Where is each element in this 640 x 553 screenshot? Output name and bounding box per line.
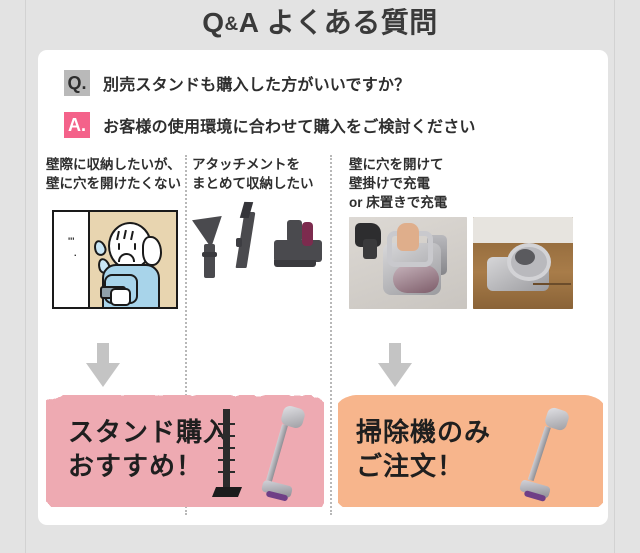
column-2-heading-line-2: まとめて収納したい (192, 176, 314, 191)
stand-rung-4 (218, 459, 235, 461)
column-2-heading: アタッチメントを まとめて収納したい (190, 155, 325, 193)
vacuum-stand-illustration (211, 409, 243, 499)
column-3-heading-line-1: 壁に穴を開けて (349, 157, 444, 172)
question-row: Q. 別売スタンドも購入した方がいいですか？ (64, 70, 410, 96)
spark-icon-1: ''' (68, 236, 75, 246)
column-3-heading: 壁に穴を開けて 壁掛けで充電 or 床置きで充電 (335, 155, 605, 212)
answer-badge: A. (64, 112, 90, 138)
page-left-rule (25, 0, 26, 553)
banner-2-line-2: ご注文！ (356, 451, 465, 481)
arrow-stem (97, 343, 109, 365)
vacuum-illustration-pink (260, 404, 316, 503)
attachment-fan-nozzle (192, 216, 226, 278)
photo-baseboard (473, 217, 573, 243)
illustration-wall-edge (88, 212, 90, 307)
spark-icon-2: . (74, 248, 77, 258)
column-divider-1 (185, 155, 187, 515)
page-title-q: Q (202, 7, 225, 38)
banner-vacuum-only: 掃除機のみ ご注文！ (338, 395, 603, 507)
page-title: Q&A よくある質問 (0, 4, 640, 44)
stand-rung-1 (218, 423, 235, 425)
banner-stand-recommended-text: スタンド購入 おすすめ！ (68, 415, 230, 483)
illustration-hand (110, 288, 131, 306)
banner-1-line-1: スタンド購入 (68, 417, 231, 447)
comparison-columns: 壁際に収納したいが、 壁に穴を開けたくない ''' . (38, 155, 608, 525)
column-3-heading-line-2: 壁掛けで充電 (349, 176, 430, 191)
attachment-motorhead-accent (302, 222, 313, 246)
attachment-fan-tube (204, 244, 215, 278)
user-hand (397, 223, 419, 251)
arrow-head (86, 363, 120, 387)
illustration-worried-woman: ''' . (52, 210, 178, 309)
attachment-mini-motorhead (274, 220, 322, 267)
arrow-stem (389, 343, 401, 365)
vacuum-illustration-orange (516, 406, 576, 503)
column-store-attachments: アタッチメントを まとめて収納したい (190, 155, 412, 387)
column-divider-2 (330, 155, 332, 515)
arrow-head (378, 363, 412, 387)
attachment-motorhead-body (274, 240, 322, 262)
stand-foot (211, 487, 243, 497)
column-1-heading-line-2: 壁に穴を開けたくない (46, 176, 181, 191)
vacuum-dust-bin (393, 265, 439, 293)
down-arrow-icon-2 (378, 343, 412, 387)
stand-rung-2 (218, 435, 235, 437)
page-right-rule (614, 0, 615, 553)
wall-bracket-arm (363, 239, 377, 259)
banner-vacuum-only-text: 掃除機のみ ご注文！ (356, 415, 491, 483)
illustration-ponytail (142, 236, 162, 266)
illustration-mouth (118, 253, 135, 262)
column-wall-mount-charge: 壁に穴を開けて 壁掛けで充電 or 床置きで充電 (335, 155, 605, 309)
page-title-ampersand: & (224, 14, 239, 35)
column-2-heading-line-1: アタッチメントを (192, 157, 300, 172)
vacuum-attachments-image (190, 201, 325, 310)
illustration-wall-left (54, 212, 88, 307)
stand-rung-3 (218, 447, 235, 449)
illustration-eye-right (134, 243, 136, 250)
column-3-heading-line-3: or 床置きで充電 (349, 195, 448, 210)
page-title-rest: A よくある質問 (238, 7, 438, 38)
column-1-heading-line-1: 壁際に収納したいが、 (46, 157, 181, 172)
attachment-fan-band (202, 252, 217, 257)
floor-dock-socket (515, 249, 535, 265)
answer-row: A. お客様の使用環境に合わせて購入をご検討ください (64, 112, 476, 138)
banner-2-line-1: 掃除機のみ (356, 417, 492, 447)
attachment-crevice-tool (235, 201, 256, 268)
photo-floor-dock-charging (473, 217, 573, 309)
attachment-motorhead-foot (274, 260, 316, 267)
answer-text: お客様の使用環境に合わせて購入をご検討ください (103, 119, 476, 136)
column-wall-no-hole: 壁際に収納したいが、 壁に穴を開けたくない ''' . (44, 155, 182, 387)
power-cord (533, 283, 571, 285)
vacuum-wand (527, 426, 551, 482)
vacuum-wand (266, 424, 288, 482)
charging-photos (349, 217, 599, 309)
illustration-eye-left (118, 243, 120, 250)
question-badge: Q. (64, 70, 90, 96)
column-1-heading: 壁際に収納したいが、 壁に穴を開けたくない (44, 155, 182, 193)
banner-1-line-2: おすすめ！ (68, 451, 204, 481)
banner-stand-recommended: スタンド購入 おすすめ！ (46, 395, 324, 507)
photo-wall-mount-charging (349, 217, 467, 309)
qa-card: Q. 別売スタンドも購入した方がいいですか？ A. お客様の使用環境に合わせて購… (38, 50, 608, 525)
question-text: 別売スタンドも購入した方がいいですか？ (103, 77, 411, 94)
attachment-crevice-nub (236, 238, 242, 247)
attachment-motorhead-neck (287, 220, 302, 242)
stand-rung-5 (218, 471, 235, 473)
down-arrow-icon-1 (86, 343, 120, 387)
